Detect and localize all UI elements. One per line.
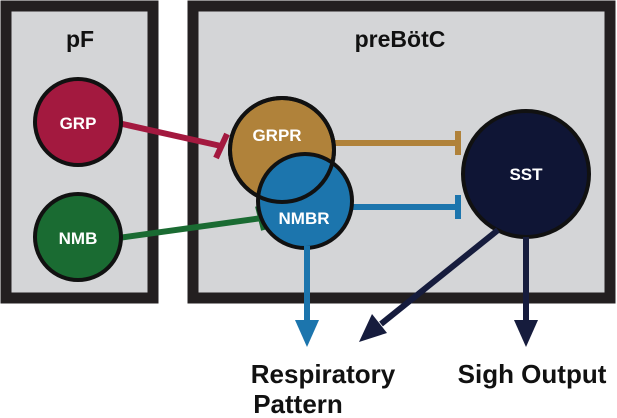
grpr-label: GRPR: [252, 126, 301, 145]
nmbr-to-sst-connection: [352, 195, 461, 219]
sigh-output-label: Sigh Output: [458, 359, 607, 389]
nmb-node: [33, 192, 123, 282]
nmbr-to-respiratory-arrow: [295, 246, 319, 347]
sst-to-respiratory-arrow: [359, 227, 500, 342]
grpr-to-sst-connection: [330, 131, 461, 155]
grp-to-grpr-connection: [117, 120, 230, 160]
pf-title: pF: [66, 26, 94, 52]
respiratory-pattern-label-line2: Pattern: [253, 389, 343, 418]
sst-label: SST: [509, 165, 543, 184]
respiratory-pattern-label-line1: Respiratory: [251, 359, 396, 389]
nmbr-label: NMBR: [279, 209, 330, 228]
grp-label: GRP: [60, 114, 97, 133]
prebotc-title: preBötC: [355, 26, 446, 52]
grpr-overlap-outline: [228, 96, 336, 204]
grp-node: [33, 77, 123, 167]
nmb-label: NMB: [59, 229, 98, 248]
sst-to-sigh-arrow: [514, 237, 538, 347]
